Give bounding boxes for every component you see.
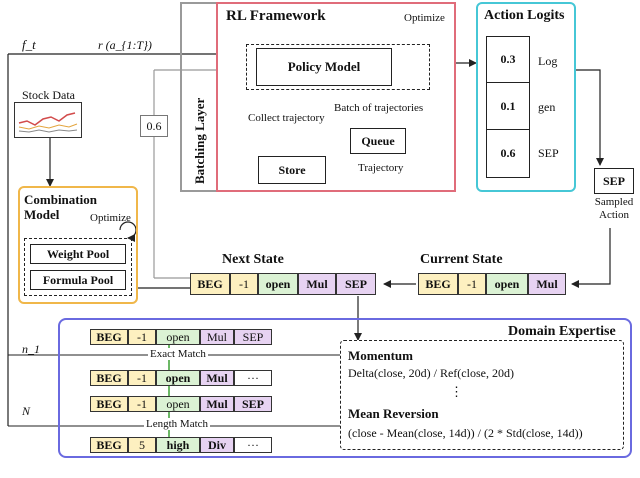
logit-token: gen [538, 100, 556, 114]
domain-token: BEG [90, 370, 128, 386]
domain-token: Mul [200, 370, 234, 386]
mean-reversion-title: Mean Reversion [348, 406, 439, 421]
batch-of-trajectories-label: Batch of trajectories [334, 102, 424, 114]
policy-model: Policy Model [256, 48, 392, 86]
current-state-label: Current State [420, 252, 503, 267]
expertise-formula-box [340, 340, 624, 450]
momentum-title: Momentum [348, 348, 413, 363]
next-state-token: BEG [190, 273, 230, 295]
logit-value: 0.3 [486, 36, 530, 83]
length-match-label: Length Match [144, 418, 211, 430]
domain-token: BEG [90, 329, 128, 345]
domain-token: -1 [128, 396, 156, 412]
vdots-glyph: ⋮ [450, 384, 463, 399]
domain-token: high [156, 437, 200, 453]
domain-token: Div [200, 437, 234, 453]
domain-token: -1 [128, 329, 156, 345]
next-state-token: SEP [336, 273, 376, 295]
domain-token: open [156, 370, 200, 386]
domain-token: -1 [128, 370, 156, 386]
optimize-combo-label: Optimize [90, 212, 131, 224]
domain-token: Mul [200, 329, 234, 345]
current-state-token: BEG [418, 273, 458, 295]
action-logits-title: Action Logits [484, 8, 565, 23]
logit-token: Log [538, 54, 558, 68]
value-box: 0.6 [140, 115, 168, 137]
optimize-combo-arc [119, 221, 137, 242]
domain-token: 5 [128, 437, 156, 453]
stock-chart [14, 102, 82, 138]
momentum-formula: Delta(close, 20d) / Ref(close, 20d) [348, 366, 514, 380]
domain-token: ··· [234, 370, 272, 386]
domain-expertise-title: Domain Expertise [508, 324, 616, 339]
combination-model [18, 186, 138, 304]
domain-token: SEP [234, 329, 272, 345]
combination-title-1: Combination [24, 192, 97, 207]
optimize-top-label: Optimize [404, 12, 445, 24]
domain-token: open [156, 329, 200, 345]
weight-pool: Weight Pool [30, 244, 126, 264]
sampled-sep-token: SEP [594, 168, 634, 194]
logit-value: 0.1 [486, 83, 530, 130]
domain-token: open [156, 396, 200, 412]
stock-chart-icon [18, 112, 78, 133]
current-state-token: -1 [458, 273, 486, 295]
next-state-token: -1 [230, 273, 258, 295]
current-state-token: open [486, 273, 528, 295]
domain-token: Mul [200, 396, 234, 412]
ft-label: f_t [22, 37, 36, 52]
combination-title-2: Model [24, 207, 60, 222]
domain-token: BEG [90, 437, 128, 453]
next-state-label: Next State [222, 252, 284, 267]
sampled-action-label: Sampled Action [594, 196, 634, 221]
logit-value: 0.6 [500, 146, 516, 160]
action-logits-panel [476, 2, 576, 192]
store-box: Store [258, 156, 326, 184]
next-state-token: Mul [298, 273, 336, 295]
reward-label: r (a_{1:T}) [98, 38, 152, 52]
N-label: N [22, 404, 31, 418]
policy-dashed-frame [246, 44, 430, 90]
domain-token: ··· [234, 437, 272, 453]
domain-token: SEP [234, 396, 272, 412]
logit-token: SEP [538, 146, 559, 160]
rl-framework [216, 2, 456, 192]
logits-to-sep-arrow [576, 69, 604, 166]
logits-column [486, 36, 530, 178]
next-state-token: open [258, 273, 298, 295]
stock-data-label: Stock Data [22, 88, 75, 102]
trajectory-label: Trajectory [358, 162, 404, 174]
formula-pool: Formula Pool [30, 270, 126, 290]
collect-trajectory-label: Collect trajectory [248, 112, 325, 124]
queue-box: Queue [350, 128, 406, 154]
exact-match-label: Exact Match [148, 348, 208, 360]
mean-reversion-formula: (close - Mean(close, 14d)) / (2 * Std(cl… [348, 426, 583, 440]
rl-framework-title: RL Framework [226, 8, 326, 24]
domain-expertise-panel [58, 318, 632, 458]
domain-token: BEG [90, 396, 128, 412]
sampled-to-current-arrow [571, 228, 611, 288]
batching-layer-label: Batching Layer [192, 97, 207, 184]
current-state-token: Mul [528, 273, 566, 295]
pool-dashed-frame [24, 238, 132, 296]
n1-label: n_1 [22, 342, 40, 356]
